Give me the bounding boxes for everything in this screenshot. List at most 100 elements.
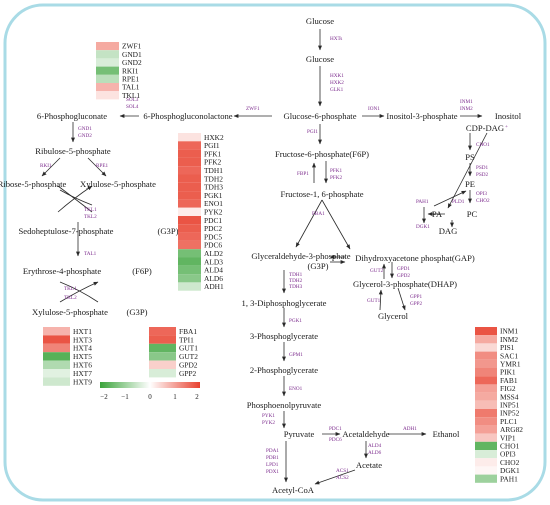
heatmap-cell (178, 257, 201, 266)
heatmap-gene-label: PYK2 (204, 208, 223, 217)
enzyme-gpd2: GPD2 (397, 273, 410, 279)
heatmap-gene-label: GUT2 (179, 352, 198, 361)
metabolite-f6p-tag: (F6P) (132, 266, 152, 276)
heatmap-cell (475, 384, 497, 393)
enzyme-gut1: GUT1 (367, 298, 381, 304)
heatmap-cell (96, 74, 119, 83)
heatmap-cell (178, 174, 201, 183)
enzyme-pld1: PLD1 (452, 199, 465, 205)
enzyme-tdh2: TDH2 (289, 278, 303, 284)
heatmap-cell (178, 141, 201, 150)
heatmap-gene-label: TPI1 (179, 335, 194, 344)
heatmap-gene-label: GND2 (122, 58, 142, 67)
metabolite-acetate: Acetate (356, 460, 382, 470)
heatmap-gene-label: TKL1 (122, 91, 140, 100)
metabolite-glucose-6-phosphate: Glucose-6-phosphate (283, 111, 356, 121)
metabolite-cdp-dag: CDP-DAG (466, 123, 504, 133)
enzyme-gpm1: GPM1 (289, 352, 303, 358)
enzyme-acs2: ACS2 (336, 475, 349, 481)
heatmap-cell (149, 343, 176, 353)
enzyme-cho2: CHO2 (476, 198, 490, 204)
metabolite-labels: Glucose Glucose Glucose-6-phosphate 6-Ph… (0, 16, 522, 495)
metabolite-inositol: Inositol (495, 111, 522, 121)
heatmap-cell (149, 335, 176, 344)
heatmap-gene-label: PGK1 (204, 191, 223, 200)
heatmap-gene-label: ARG82 (500, 425, 523, 434)
heatmap-cell (475, 392, 497, 401)
heatmap-gene-label: MSS4 (500, 392, 519, 401)
heatmap-gene-label: ENO1 (204, 199, 223, 208)
metabolite-glucose-intracellular: Glucose (306, 54, 334, 64)
enzyme-psd1: PSD1 (476, 165, 489, 171)
heatmap-cell (178, 265, 201, 275)
enzyme-gpd1: GPD1 (397, 266, 410, 272)
metabolite-dihydroxyacetone-phosphate: Dihydroxyacetone phosphat(GAP) (355, 253, 475, 263)
metabolite-glucose-extracellular: Glucose (306, 16, 334, 26)
heatmap-cell (178, 133, 201, 142)
metabolite-inositol-3-phosphate: Inositol-3-phosphate (386, 111, 457, 121)
enzyme-hxk2: HXK2 (330, 80, 344, 86)
heatmap-cell (178, 191, 201, 200)
enzyme-inm1: INM1 (460, 99, 473, 105)
heatmap-cell (149, 327, 176, 336)
legend-tick: 2 (195, 393, 199, 401)
heatmap-cell (178, 182, 201, 192)
metabolite-erythrose-4-phosphate: Erythrose-4-phosphate (23, 266, 101, 276)
enzyme-opi3: OPI3 (476, 191, 487, 197)
metabolite-ribose-5-phosphate: Ribose-5-phosphate (0, 179, 67, 189)
heatmap-glycolysis: HXK2PGI1PFK1PFK2TDH1TDH2TDH3PGK1ENO1PYK2… (178, 133, 224, 291)
heatmap-gene-label: INP51 (500, 401, 520, 410)
heatmap-gene-label: PDC5 (204, 232, 222, 241)
heatmap-gene-label: GND1 (122, 50, 142, 59)
enzyme-ino1: ION1 (368, 106, 380, 112)
enzyme-inm2: INM2 (460, 106, 473, 112)
heatmap-gene-label: FBA1 (179, 327, 197, 336)
heatmap-gene-label: HXK2 (204, 133, 224, 142)
enzyme-tkl1: TKL1 (84, 207, 97, 213)
enzyme-pdx1: PDX1 (266, 469, 279, 475)
heatmap-cell (96, 66, 119, 75)
heatmap-cell (475, 343, 497, 352)
heatmap-cell (475, 466, 497, 475)
heatmap-gene-label: HXT6 (73, 361, 92, 370)
reaction-arrows (41, 29, 488, 485)
heatmap-gene-label: SAC1 (500, 351, 518, 360)
metabolite-pyruvate: Pyruvate (284, 429, 315, 439)
heatmap-cell (178, 157, 201, 167)
enzyme-tdh3: TDH3 (289, 284, 303, 290)
heatmap-gene-label: HXT3 (73, 335, 92, 344)
heatmap-gene-label: GPD2 (179, 361, 198, 370)
heatmap-gene-label: HXT4 (73, 344, 92, 353)
legend-tick: −2 (100, 393, 108, 401)
enzyme-tkl2: TKL2 (84, 214, 97, 220)
enzyme-gnd2: GND2 (78, 133, 92, 139)
enzyme-hxk1: HXK1 (330, 73, 344, 79)
heatmap-gene-label: INM1 (500, 327, 518, 336)
enzyme-psd2: PSD2 (476, 172, 489, 178)
metabolite-2-phosphoglycerate: 2-Phosphoglycerate (250, 365, 318, 375)
metabolite-acetyl-coa: Acetyl-CoA (272, 485, 315, 495)
heatmap-gene-label: HXT9 (73, 377, 92, 386)
heatmap-gene-label: ADH1 (204, 282, 224, 291)
enzyme-rki1: RKI1 (40, 163, 52, 169)
heatmap-gene-label: GUT1 (179, 344, 198, 353)
legend-tick: 1 (173, 393, 177, 401)
enzyme-glk1: GLK1 (330, 87, 344, 93)
heatmap-gene-label: HXT7 (73, 369, 92, 378)
heatmap-gene-label: TDH1 (204, 166, 223, 175)
enzyme-gut2: GUT2 (370, 268, 384, 274)
metabolite-pe: PE (465, 179, 475, 189)
enzyme-pdc1: PDC1 (329, 426, 342, 432)
legend-tick: −1 (121, 393, 129, 401)
metabolite-g3p-tag-second: (G3P) (126, 307, 147, 317)
heatmap-gene-label: PFK1 (204, 149, 222, 158)
heatmap-cell (149, 369, 176, 378)
heatmap-gene-label: HXT1 (73, 327, 92, 336)
heatmap-cell (178, 199, 201, 208)
heatmap-gene-label: VIP1 (500, 433, 516, 442)
heatmap-cell (43, 327, 70, 336)
heatmap-gene-label: HXT5 (73, 352, 92, 361)
enzyme-gpp1: GPP1 (410, 294, 423, 300)
enzyme-pdb1: PDB1 (266, 455, 279, 461)
